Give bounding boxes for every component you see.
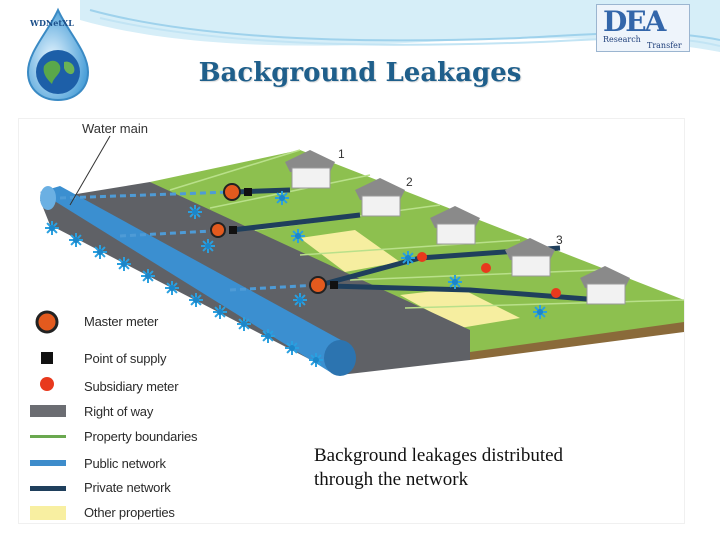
leak-burst — [201, 239, 215, 253]
dea-logo-subtext-2: Transfer — [647, 41, 682, 50]
other-property-2 — [400, 288, 520, 328]
legend-label-private-network: Private network — [84, 480, 171, 495]
leak-burst — [401, 251, 415, 265]
leak-burst — [275, 191, 289, 205]
legend-symbols — [30, 310, 66, 520]
leak-burst — [45, 221, 59, 235]
dea-logo-subtext-1: Research — [603, 35, 641, 44]
leak-burst — [285, 341, 299, 355]
leak-burst — [141, 269, 155, 283]
land-edge — [470, 322, 684, 360]
public-network-pipe — [40, 186, 350, 372]
legend-label-subsidiary-meter: Subsidiary meter — [84, 379, 179, 394]
dea-logo: DEA Research Transfer — [596, 4, 690, 52]
logo-text: WDNetXL — [30, 18, 74, 28]
house-label-1: 1 — [338, 147, 345, 161]
leak-burst — [117, 257, 131, 271]
water-drop-globe-icon — [26, 7, 90, 102]
legend-label-point-of-supply: Point of supply — [84, 351, 167, 366]
legend-label-other-properties: Other properties — [84, 505, 175, 520]
right-of-way-road — [40, 182, 470, 375]
houses — [285, 150, 630, 305]
leak-burst — [291, 229, 305, 243]
legend-label-master-meter: Master meter — [84, 314, 159, 329]
leak-burst — [189, 293, 203, 307]
house-label-2: 2 — [406, 175, 413, 189]
water-main-label: Water main — [82, 121, 148, 136]
leak-burst — [93, 245, 107, 259]
caption-text: Background leakages distributed through … — [314, 445, 564, 490]
leak-burst — [293, 293, 307, 307]
leak-bursts — [45, 191, 547, 367]
legend-label-property-boundaries: Property boundaries — [84, 429, 198, 444]
legend-label-public-network: Public network — [84, 456, 166, 471]
leak-burst — [309, 353, 323, 367]
leak-burst — [533, 305, 547, 319]
leak-burst — [213, 305, 227, 319]
leak-burst — [448, 275, 462, 289]
leak-burst — [165, 281, 179, 295]
leak-burst — [69, 233, 83, 247]
legend-label-right-of-way: Right of way — [84, 404, 154, 419]
dea-logo-text: DEA — [603, 5, 666, 38]
house-label-3: 3 — [556, 233, 563, 247]
leak-burst — [261, 329, 275, 343]
wdnetxl-logo: WDNetXL — [18, 2, 98, 102]
slide-title: Background Leakages — [198, 58, 522, 88]
leak-burst — [188, 205, 202, 219]
master-meters — [210, 183, 327, 294]
leak-burst — [237, 317, 251, 331]
